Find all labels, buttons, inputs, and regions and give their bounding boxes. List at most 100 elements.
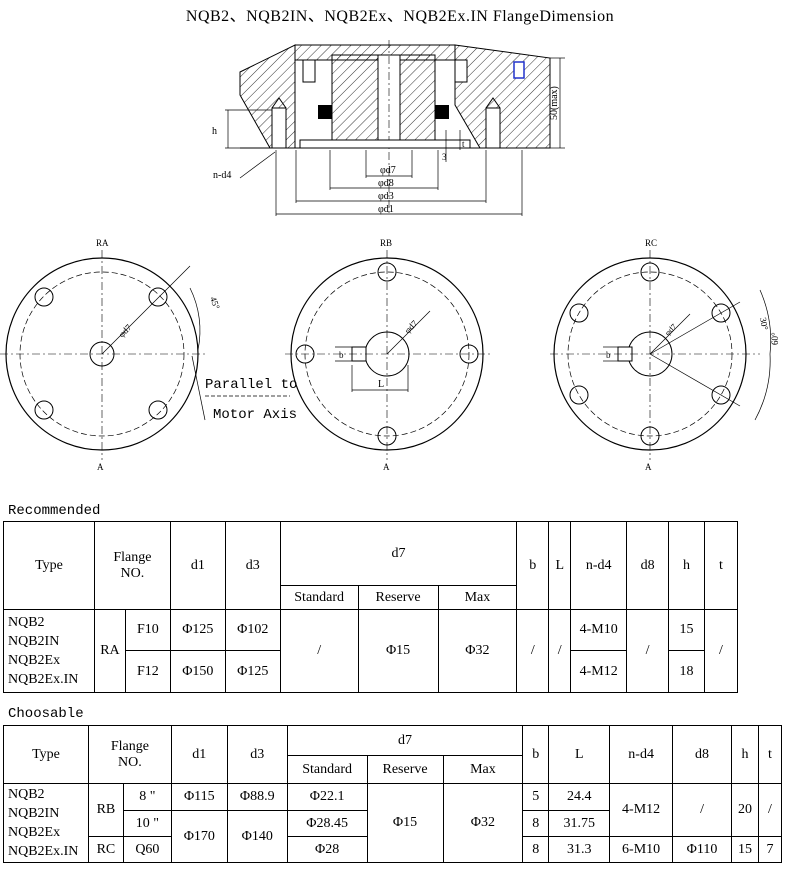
rec-d8: / bbox=[626, 609, 670, 693]
rec-header-h: h bbox=[668, 521, 705, 610]
dim-d7-label: φd7 bbox=[380, 165, 396, 176]
rec-header-d7: d7 bbox=[279, 521, 518, 586]
ch-rb-t: / bbox=[757, 783, 783, 837]
ch-rb-flange: RB bbox=[87, 783, 124, 837]
rec-r2-nd4: 4-M12 bbox=[570, 650, 628, 693]
dim-nd4-label: n-d4 bbox=[213, 170, 231, 181]
page-title: NQB2、NQB2IN、NQB2Ex、NQB2Ex.IN FlangeDimen… bbox=[185, 8, 615, 25]
rb-view: RB b L φd7 A bbox=[285, 238, 490, 472]
ch-rc-d8: Φ110 bbox=[672, 836, 732, 863]
ch-rb-r2-no: 10 " bbox=[122, 810, 172, 837]
ch-rb-nd4: 4-M12 bbox=[609, 783, 674, 837]
rec-r1-h: 15 bbox=[668, 609, 705, 651]
ch-header-d8: d8 bbox=[672, 725, 732, 784]
rc-label: RC bbox=[645, 238, 657, 248]
ch-rc-nd4: 6-M10 bbox=[609, 836, 674, 863]
flange-section-view: φd7 φd8 φd3 φd1 h n-d4 3 t 50(max) bbox=[212, 40, 565, 216]
ch-rc-l: 31.3 bbox=[548, 836, 611, 863]
ch-rb-r2-l: 31.75 bbox=[548, 810, 611, 837]
rc-bottom-label: A bbox=[645, 462, 652, 472]
rec-standard: / bbox=[279, 609, 359, 693]
motor-axis-note-line1: Parallel to bbox=[205, 377, 297, 393]
ch-header-reserve: Reserve bbox=[366, 755, 444, 784]
rec-header-nd4: n-d4 bbox=[570, 521, 628, 610]
rc-angle60-label: 60° bbox=[770, 332, 780, 345]
ch-rc-standard: Φ28 bbox=[286, 836, 368, 863]
dim-t-label: t bbox=[462, 139, 465, 149]
ch-rb-r1-no: 8 " bbox=[122, 783, 172, 811]
ch-reserve: Φ15 bbox=[366, 783, 444, 863]
ch-rc-no: Q60 bbox=[122, 836, 172, 863]
dim-d8-label: φd8 bbox=[378, 178, 394, 189]
choosable-heading: Choosable bbox=[8, 706, 84, 722]
ra-angle-label: 45° bbox=[208, 295, 222, 311]
ch-rb-r2-b: 8 bbox=[522, 810, 550, 837]
ch-rc-b: 8 bbox=[522, 836, 550, 863]
rec-r2-d1: Φ150 bbox=[169, 650, 226, 693]
dim-50max-label: 50(max) bbox=[549, 86, 560, 120]
rec-header-max: Max bbox=[437, 585, 518, 610]
recommended-heading: Recommended bbox=[8, 503, 101, 519]
rec-r2-d3: Φ125 bbox=[224, 650, 281, 693]
rec-r1-d1: Φ125 bbox=[169, 609, 226, 651]
rb-d7-label: φd7 bbox=[402, 318, 419, 335]
rec-reserve: Φ15 bbox=[357, 609, 439, 693]
ch-max: Φ32 bbox=[442, 783, 524, 863]
ch-rb-r2-standard: Φ28.45 bbox=[286, 810, 368, 837]
rec-b: / bbox=[516, 609, 550, 693]
ch-header-nd4: n-d4 bbox=[609, 725, 674, 784]
ch-header-t: t bbox=[757, 725, 783, 784]
rec-r1-no: F10 bbox=[124, 609, 171, 651]
rec-t: / bbox=[703, 609, 739, 693]
ch-header-h: h bbox=[730, 725, 759, 784]
ch-rc-h: 15 bbox=[730, 836, 759, 863]
rec-r2-no: F12 bbox=[124, 650, 171, 693]
rec-header-l: L bbox=[548, 521, 572, 610]
ch-rc-d1: Φ170 bbox=[170, 810, 228, 863]
ch-header-b: b bbox=[522, 725, 550, 784]
ch-rc-flange: RC bbox=[87, 836, 124, 863]
ch-rb-r1-l: 24.4 bbox=[548, 783, 611, 811]
ra-bottom-label: A bbox=[97, 462, 104, 472]
rec-header-type: Type bbox=[3, 521, 95, 610]
rec-header-d1: d1 bbox=[169, 521, 226, 610]
rb-bottom-label: A bbox=[383, 462, 390, 472]
rec-r1-d3: Φ102 bbox=[224, 609, 281, 651]
rb-l-label: L bbox=[378, 379, 384, 390]
rec-header-d3: d3 bbox=[224, 521, 281, 610]
dim-d1-label: φd1 bbox=[378, 204, 394, 215]
dim-h-label: h bbox=[212, 126, 217, 137]
rec-header-standard: Standard bbox=[279, 585, 359, 610]
ch-rb-h: 20 bbox=[730, 783, 759, 837]
rec-r1-nd4: 4-M10 bbox=[570, 609, 628, 651]
rb-label: RB bbox=[380, 238, 392, 248]
rc-view: RC b φd7 30° 60° A bbox=[550, 238, 780, 472]
rec-flange: RA bbox=[93, 609, 126, 693]
rec-header-d8: d8 bbox=[626, 521, 670, 610]
rc-angle30-label: 30° bbox=[758, 317, 770, 332]
rec-header-reserve: Reserve bbox=[357, 585, 439, 610]
dim-3-label: 3 bbox=[442, 152, 447, 162]
ch-header-type: Type bbox=[3, 725, 89, 784]
ch-rb-r1-standard: Φ22.1 bbox=[286, 783, 368, 811]
ch-header-standard: Standard bbox=[286, 755, 368, 784]
rec-header-t: t bbox=[703, 521, 739, 610]
ra-label: RA bbox=[96, 238, 109, 248]
ch-rb-d1: Φ115 bbox=[170, 783, 228, 811]
rc-d7-label: φd7 bbox=[663, 322, 678, 337]
rec-r2-h: 18 bbox=[668, 650, 705, 693]
ch-rb-d3: Φ88.9 bbox=[226, 783, 288, 811]
ch-rc-t: 7 bbox=[757, 836, 783, 863]
ch-rc-d3: Φ140 bbox=[226, 810, 288, 863]
motor-axis-note-line2: Motor Axis bbox=[213, 407, 297, 423]
ch-header-d1: d1 bbox=[170, 725, 228, 784]
ch-rb-d8: / bbox=[672, 783, 732, 837]
ch-header-l: L bbox=[548, 725, 611, 784]
rec-l: / bbox=[548, 609, 572, 693]
dim-d3-label: φd3 bbox=[378, 191, 394, 202]
